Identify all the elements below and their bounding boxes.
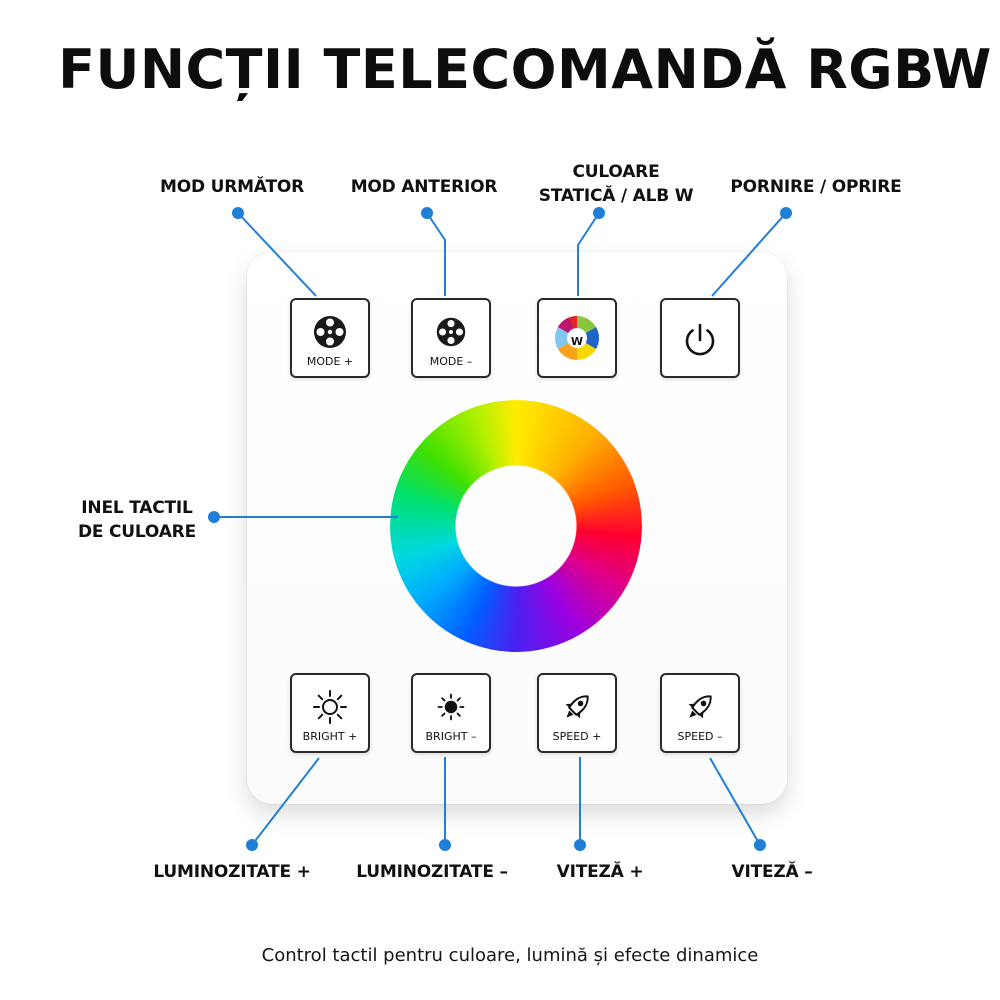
rocket-icon	[662, 687, 738, 727]
speed-plus-button[interactable]: SPEED +	[537, 673, 617, 753]
callout-ring: INEL TACTIL DE CULOARE	[62, 496, 212, 544]
callout-bright-down-text: LUMINOZITATE –	[356, 862, 508, 882]
leader-dot	[593, 207, 605, 219]
leader-dot	[780, 207, 792, 219]
sun-filled-icon	[413, 687, 489, 727]
color-touch-ring[interactable]	[390, 400, 642, 652]
callout-ring-line2: DE CULOARE	[77, 522, 196, 542]
film-reel-icon	[413, 312, 489, 352]
callout-bright-down: LUMINOZITATE –	[352, 860, 512, 884]
callout-ring-line1: INEL TACTIL	[81, 498, 193, 518]
callout-speed-up-text: VITEZĂ +	[556, 862, 644, 882]
callout-next-mode: MOD URMĂTOR	[152, 175, 312, 199]
callout-prev-mode: MOD ANTERIOR	[344, 175, 504, 199]
callout-static-color-line1: CULOARE	[572, 162, 660, 182]
callout-speed-down-text: VITEZĂ –	[731, 862, 813, 882]
power-button[interactable]	[660, 298, 740, 378]
bright-minus-label: BRIGHT –	[425, 730, 477, 743]
callout-next-mode-text: MOD URMĂTOR	[160, 177, 304, 197]
sun-outline-icon	[292, 687, 368, 727]
white-badge: W	[570, 335, 584, 348]
speed-minus-button[interactable]: SPEED –	[660, 673, 740, 753]
callout-prev-mode-text: MOD ANTERIOR	[350, 177, 498, 197]
callout-static-color-line2: STATICĂ / ALB W	[538, 186, 694, 206]
leader-dot	[574, 839, 586, 851]
page-title: FUNCȚII TELECOMANDĂ RGBW	[58, 38, 992, 101]
static-color-white-button[interactable]: W	[537, 298, 617, 378]
callout-static-color: CULOARE STATICĂ / ALB W	[516, 160, 716, 208]
callout-power-text: PORNIRE / OPRIRE	[730, 177, 902, 197]
mode-minus-button[interactable]: MODE –	[411, 298, 491, 378]
callout-speed-up: VITEZĂ +	[540, 860, 660, 884]
leader-dot	[421, 207, 433, 219]
leader-dot	[754, 839, 766, 851]
power-icon	[662, 320, 738, 360]
mode-minus-label: MODE –	[429, 355, 473, 368]
film-reel-icon	[292, 312, 368, 352]
leader-dot	[232, 207, 244, 219]
speed-minus-label: SPEED –	[677, 730, 723, 743]
callout-bright-up: LUMINOZITATE +	[152, 860, 312, 884]
mode-plus-label: MODE +	[306, 355, 354, 368]
callout-power: PORNIRE / OPRIRE	[716, 175, 916, 199]
bright-minus-button[interactable]: BRIGHT –	[411, 673, 491, 753]
speed-plus-label: SPEED +	[552, 730, 602, 743]
callout-speed-down: VITEZĂ –	[712, 860, 832, 884]
footer-caption: Control tactil pentru culoare, lumină și…	[261, 945, 759, 966]
mode-plus-button[interactable]: MODE +	[290, 298, 370, 378]
color-wheel-icon: W	[539, 316, 615, 360]
bright-plus-label: BRIGHT +	[302, 730, 358, 743]
callout-bright-up-text: LUMINOZITATE +	[153, 862, 311, 882]
bright-plus-button[interactable]: BRIGHT +	[290, 673, 370, 753]
leader-dot	[246, 839, 258, 851]
leader-dot	[439, 839, 451, 851]
rocket-icon	[539, 687, 615, 727]
